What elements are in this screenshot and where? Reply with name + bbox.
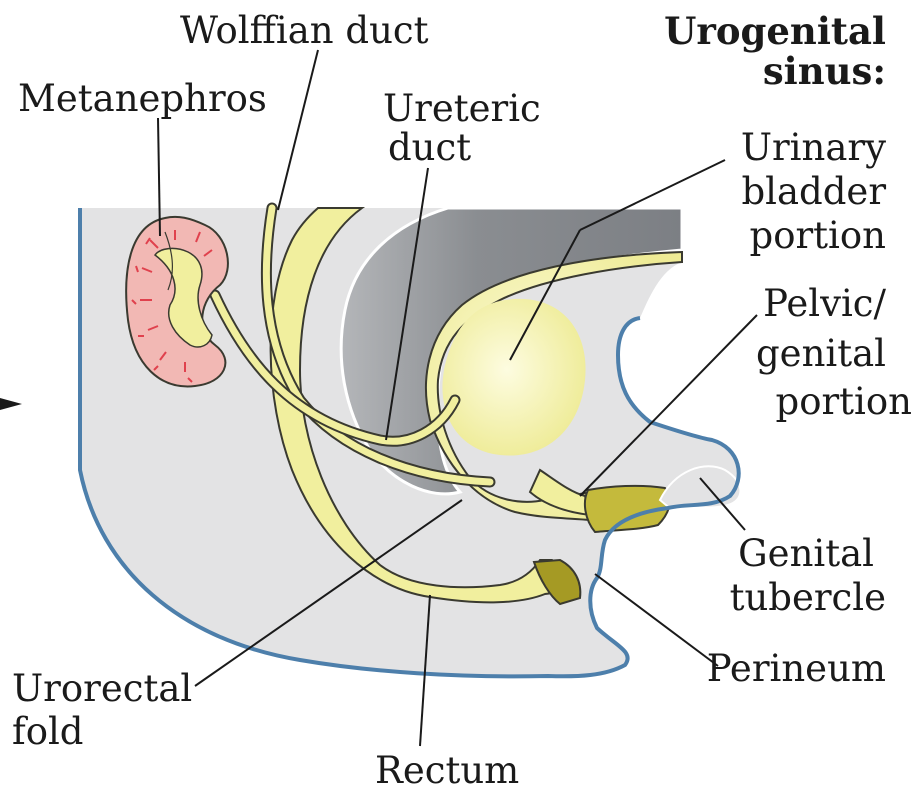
label-metanephros: Metanephros — [18, 78, 267, 120]
label-pelvic-genital-2: genital — [756, 333, 886, 375]
label-urogenital-sinus-2: sinus: — [763, 50, 886, 92]
label-perineum: Perineum — [707, 648, 886, 690]
label-ureteric-duct-2: duct — [388, 127, 471, 169]
label-urorectal-fold-2: fold — [12, 711, 84, 753]
label-urinary-bladder-3: portion — [750, 215, 886, 257]
label-wolffian-duct: Wolffian duct — [180, 10, 429, 52]
label-ureteric-duct-1: Ureteric — [383, 88, 541, 130]
label-pelvic-genital-3: portion — [776, 381, 912, 423]
label-rectum: Rectum — [375, 750, 519, 792]
label-genital-tubercle-2: tubercle — [730, 577, 886, 619]
label-urogenital-sinus-1: Urogenital — [664, 10, 886, 52]
label-urinary-bladder-1: Urinary — [741, 127, 886, 169]
label-pelvic-genital-1: Pelvic/ — [763, 283, 886, 325]
label-urinary-bladder-2: bladder — [741, 171, 886, 213]
orientation-arrow — [0, 398, 22, 410]
label-urorectal-fold-1: Urorectal — [12, 668, 192, 710]
label-genital-tubercle-1: Genital — [738, 533, 874, 575]
